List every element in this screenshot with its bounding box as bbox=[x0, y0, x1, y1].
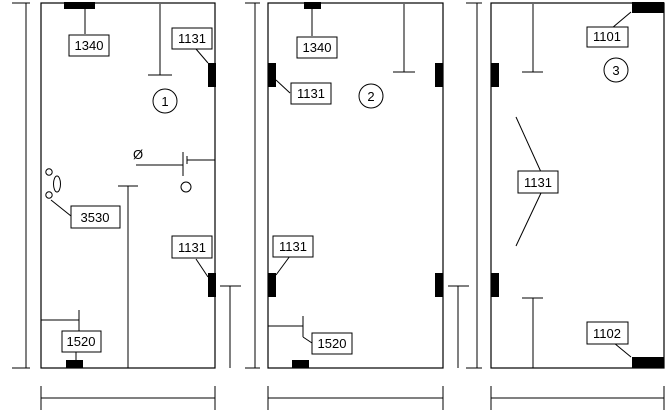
svg-text:1340: 1340 bbox=[75, 38, 104, 53]
panel-2-leaders bbox=[275, 9, 313, 344]
panel-2-label-1340: 1340 bbox=[296, 36, 338, 59]
panel-2-left-lower-hinge bbox=[268, 273, 276, 297]
svg-text:3530: 3530 bbox=[81, 210, 110, 225]
panel-1-leaders bbox=[50, 9, 209, 360]
panel-2-right-upper-hinge bbox=[435, 63, 443, 87]
panel-1-label-3530: 3530 bbox=[70, 205, 121, 229]
panel-2: 1340 1131 1131 1520 2 bbox=[245, 2, 469, 410]
panel-1-label-1520: 1520 bbox=[61, 330, 102, 353]
panel-1-top-closer bbox=[64, 2, 95, 9]
panel-3-top-closer bbox=[632, 2, 664, 13]
panel-3-label-1102: 1102 bbox=[586, 321, 629, 345]
panel-2-top-closer bbox=[304, 2, 321, 9]
panel-1-height-dimension bbox=[12, 2, 30, 369]
panel-3-lower-hinge bbox=[491, 273, 499, 297]
panel-3-label-1101: 1101 bbox=[586, 26, 629, 48]
svg-text:1131: 1131 bbox=[178, 31, 206, 46]
svg-text:1520: 1520 bbox=[318, 336, 347, 351]
panel-1-lock-symbol: Ø bbox=[133, 147, 143, 162]
panel-1-label-1131-lower: 1131 bbox=[171, 235, 213, 259]
svg-text:1131: 1131 bbox=[279, 239, 307, 254]
panel-2-top-stop bbox=[393, 4, 415, 73]
panel-3-height-dimension bbox=[466, 2, 482, 369]
panel-1-vertical-rod bbox=[118, 185, 138, 368]
svg-text:1102: 1102 bbox=[593, 326, 621, 341]
panel-3-top-stop bbox=[522, 4, 543, 73]
panel-3-door-leaf bbox=[490, 2, 665, 369]
panel-2-left-upper-hinge bbox=[268, 63, 276, 87]
panel-3: 1101 1131 1102 3 bbox=[466, 2, 665, 410]
svg-text:2: 2 bbox=[367, 89, 374, 104]
panel-3-label-1131: 1131 bbox=[517, 170, 559, 194]
panel-1-width-dimension bbox=[40, 386, 216, 410]
panel-2-height-dimension bbox=[245, 2, 260, 369]
svg-text:1131: 1131 bbox=[178, 240, 206, 255]
panel-1-bottom-plate bbox=[66, 360, 83, 368]
panel-1-cylinder-icon bbox=[180, 181, 192, 193]
panel-2-bottom-bolt bbox=[268, 316, 304, 337]
svg-text:3: 3 bbox=[612, 63, 619, 78]
panel-2-jamb-dimension bbox=[448, 285, 469, 368]
panel-1-label-1131-upper: 1131 bbox=[171, 27, 213, 50]
svg-text:1: 1 bbox=[161, 94, 168, 109]
panel-2-door-leaf bbox=[267, 2, 444, 369]
panel-3-bottom-closer bbox=[632, 357, 664, 368]
svg-text:1340: 1340 bbox=[303, 40, 332, 55]
panel-2-width-dimension bbox=[267, 386, 444, 410]
panel-3-upper-hinge bbox=[491, 63, 499, 87]
panel-1: Ø 1340 bbox=[12, 2, 241, 410]
panel-3-width-dimension bbox=[490, 386, 665, 410]
panel-1-number-badge: 1 bbox=[152, 88, 178, 114]
panel-2-bottom-plate bbox=[292, 360, 309, 368]
panel-3-leaders bbox=[515, 11, 632, 358]
panel-3-bottom-stop bbox=[522, 297, 543, 368]
panel-1-label-1340: 1340 bbox=[68, 34, 110, 57]
panel-1-jamb-dimension bbox=[220, 285, 241, 368]
panel-2-label-1131-upper: 1131 bbox=[290, 82, 332, 105]
panel-2-label-1131-lower: 1131 bbox=[272, 235, 314, 258]
panel-1-lock-hardware: Ø bbox=[133, 147, 215, 193]
panel-2-label-1520: 1520 bbox=[311, 332, 353, 355]
panel-1-bottom-bolt bbox=[41, 310, 80, 332]
panel-2-number-badge: 2 bbox=[358, 83, 384, 109]
panel-1-top-stop bbox=[148, 4, 172, 76]
svg-text:1101: 1101 bbox=[593, 29, 621, 44]
panel-3-number-badge: 3 bbox=[603, 57, 629, 83]
svg-text:1520: 1520 bbox=[67, 334, 96, 349]
panel-1-upper-hinge bbox=[208, 63, 216, 87]
svg-text:1131: 1131 bbox=[524, 175, 552, 190]
panel-2-right-lower-hinge bbox=[435, 273, 443, 297]
panel-1-handle-icon bbox=[45, 168, 61, 199]
svg-text:1131: 1131 bbox=[297, 86, 325, 101]
panel-1-lower-hinge bbox=[208, 273, 216, 297]
